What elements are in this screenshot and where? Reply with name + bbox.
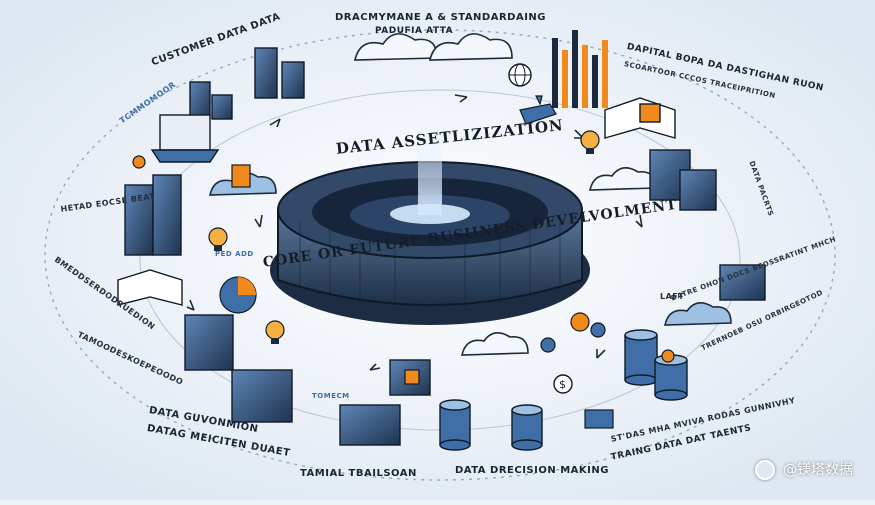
database-icon bbox=[654, 354, 688, 401]
gear-icon bbox=[540, 337, 556, 353]
coins: $ bbox=[132, 155, 675, 394]
svg-text:$: $ bbox=[559, 378, 566, 391]
orange-accents bbox=[231, 164, 614, 429]
watermark: @镁塔数据 bbox=[754, 459, 853, 480]
database-icon bbox=[439, 399, 471, 451]
globe-icon bbox=[508, 63, 532, 87]
watermark-text: @镁塔数据 bbox=[783, 462, 853, 478]
label-ped-add: PED ADD bbox=[215, 250, 254, 258]
server-rack-icon bbox=[152, 174, 182, 256]
lightbulb-icon bbox=[265, 320, 285, 344]
server-rack-icon bbox=[184, 314, 234, 371]
label-standard: DRACMYMANE A & STANDARDAING bbox=[335, 12, 546, 23]
label-laft: LAFT bbox=[660, 292, 685, 301]
flow-arrows bbox=[186, 94, 643, 371]
document-stack-icon bbox=[679, 169, 717, 211]
server-rack-icon bbox=[339, 404, 401, 446]
database-cylinders bbox=[439, 329, 688, 451]
server-rack-icon bbox=[254, 47, 278, 99]
central-data-vault bbox=[270, 95, 590, 325]
light-beam bbox=[418, 95, 442, 215]
server-rack-icon bbox=[189, 81, 211, 119]
lightbulbs bbox=[208, 130, 600, 344]
chart-tile-icon bbox=[404, 369, 420, 385]
lightbulb-icon bbox=[208, 227, 228, 251]
pie-chart-icon bbox=[219, 276, 257, 314]
dollar-coin-icon bbox=[132, 155, 146, 169]
chart-tile-icon bbox=[231, 164, 251, 188]
database-icon bbox=[624, 329, 658, 386]
label-tomecm: TOMECM bbox=[312, 392, 350, 400]
dollar-coin-icon bbox=[661, 349, 675, 363]
gear-icon bbox=[590, 322, 606, 338]
label-paduf: PADUFIA ATTA bbox=[375, 26, 454, 36]
cloud-icon bbox=[428, 33, 513, 61]
dollar-coin-icon bbox=[553, 374, 573, 394]
server-rack-icon bbox=[211, 94, 233, 120]
server-blocks bbox=[124, 47, 766, 446]
label-decision-making: DATA DRECISION MAKING bbox=[455, 465, 609, 476]
laptop-icon bbox=[150, 114, 220, 163]
database-icon bbox=[511, 404, 543, 451]
server-rack-icon bbox=[281, 61, 305, 99]
server-rack-icon bbox=[719, 264, 766, 301]
top-clouds bbox=[208, 33, 732, 356]
server-rack-icon bbox=[124, 184, 154, 256]
cloud-icon bbox=[460, 332, 529, 356]
lightbulb-icon bbox=[580, 130, 600, 154]
outer-orbit-ring bbox=[44, 29, 836, 481]
cloud-icon bbox=[353, 33, 438, 61]
label-tamial: TAMIAL TBAILSOAN bbox=[300, 468, 417, 479]
server-rack-icon bbox=[231, 369, 293, 423]
gear-icon bbox=[570, 312, 590, 332]
cloud-icon bbox=[663, 302, 732, 326]
bar-chart-icon bbox=[552, 30, 608, 108]
watermark-logo-icon bbox=[754, 460, 775, 480]
book-icon bbox=[117, 269, 183, 306]
books bbox=[117, 97, 676, 306]
chart-tile-icon bbox=[584, 409, 614, 429]
drone-icon bbox=[519, 95, 557, 125]
book-icon bbox=[639, 103, 661, 123]
gears bbox=[540, 312, 606, 353]
